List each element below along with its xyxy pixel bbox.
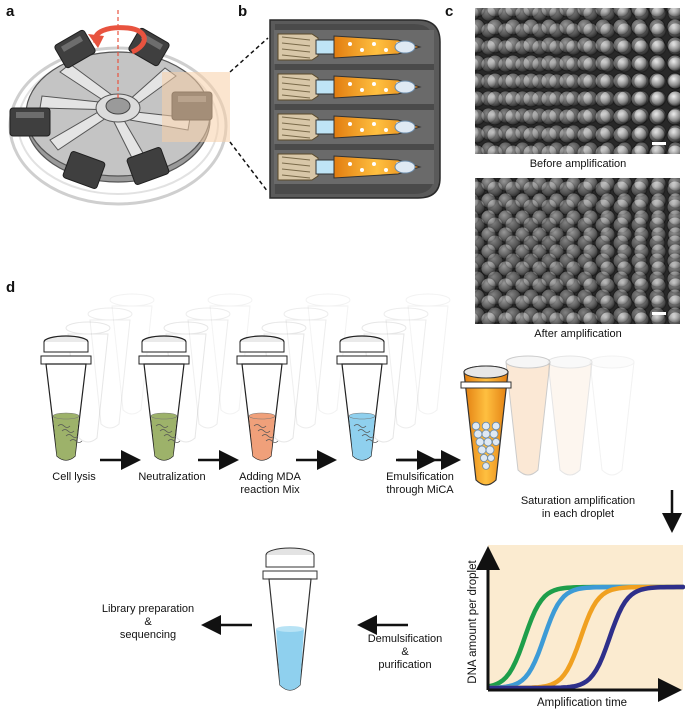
micrograph-before	[475, 8, 680, 154]
micrograph-after	[475, 178, 680, 324]
saturation-tubes	[460, 355, 635, 486]
chart-y-label: DNA amount per droplet	[467, 560, 479, 684]
caption-before: Before amplification	[530, 158, 627, 170]
chip-row	[274, 30, 434, 64]
demulsification-caption: Demulsification&purification	[368, 633, 443, 671]
panel-label-b: b	[238, 3, 247, 20]
caption-after: After amplification	[534, 328, 621, 340]
amplification-curve	[487, 584, 685, 691]
panel-label-d: d	[6, 279, 15, 296]
highlight-region	[162, 72, 230, 142]
rotor-illustration	[8, 10, 230, 206]
step-tube	[40, 293, 155, 461]
panel-label-a: a	[6, 3, 15, 20]
chip-row	[274, 150, 434, 184]
rotation-arrow	[92, 25, 147, 55]
step-tube	[236, 293, 351, 461]
step-label: Neutralization	[138, 471, 205, 483]
chip-row	[274, 70, 434, 104]
chip-row	[274, 110, 434, 144]
chart-background	[488, 545, 683, 690]
final-tube	[262, 547, 318, 691]
zoom-line-bottom	[229, 141, 269, 193]
step-tube	[138, 293, 253, 461]
library-caption: Library preparation&sequencing	[102, 603, 194, 641]
step-label: Cell lysis	[52, 471, 96, 483]
zoom-line-top	[229, 37, 269, 73]
chart-x-label: Amplification time	[537, 697, 627, 709]
amplification-chart	[487, 584, 685, 691]
scale-bar-before	[652, 142, 666, 145]
scale-bar-after	[652, 312, 666, 315]
cartridge-detail	[269, 19, 441, 199]
step-tube	[336, 293, 451, 461]
panel-label-c: c	[445, 3, 453, 20]
